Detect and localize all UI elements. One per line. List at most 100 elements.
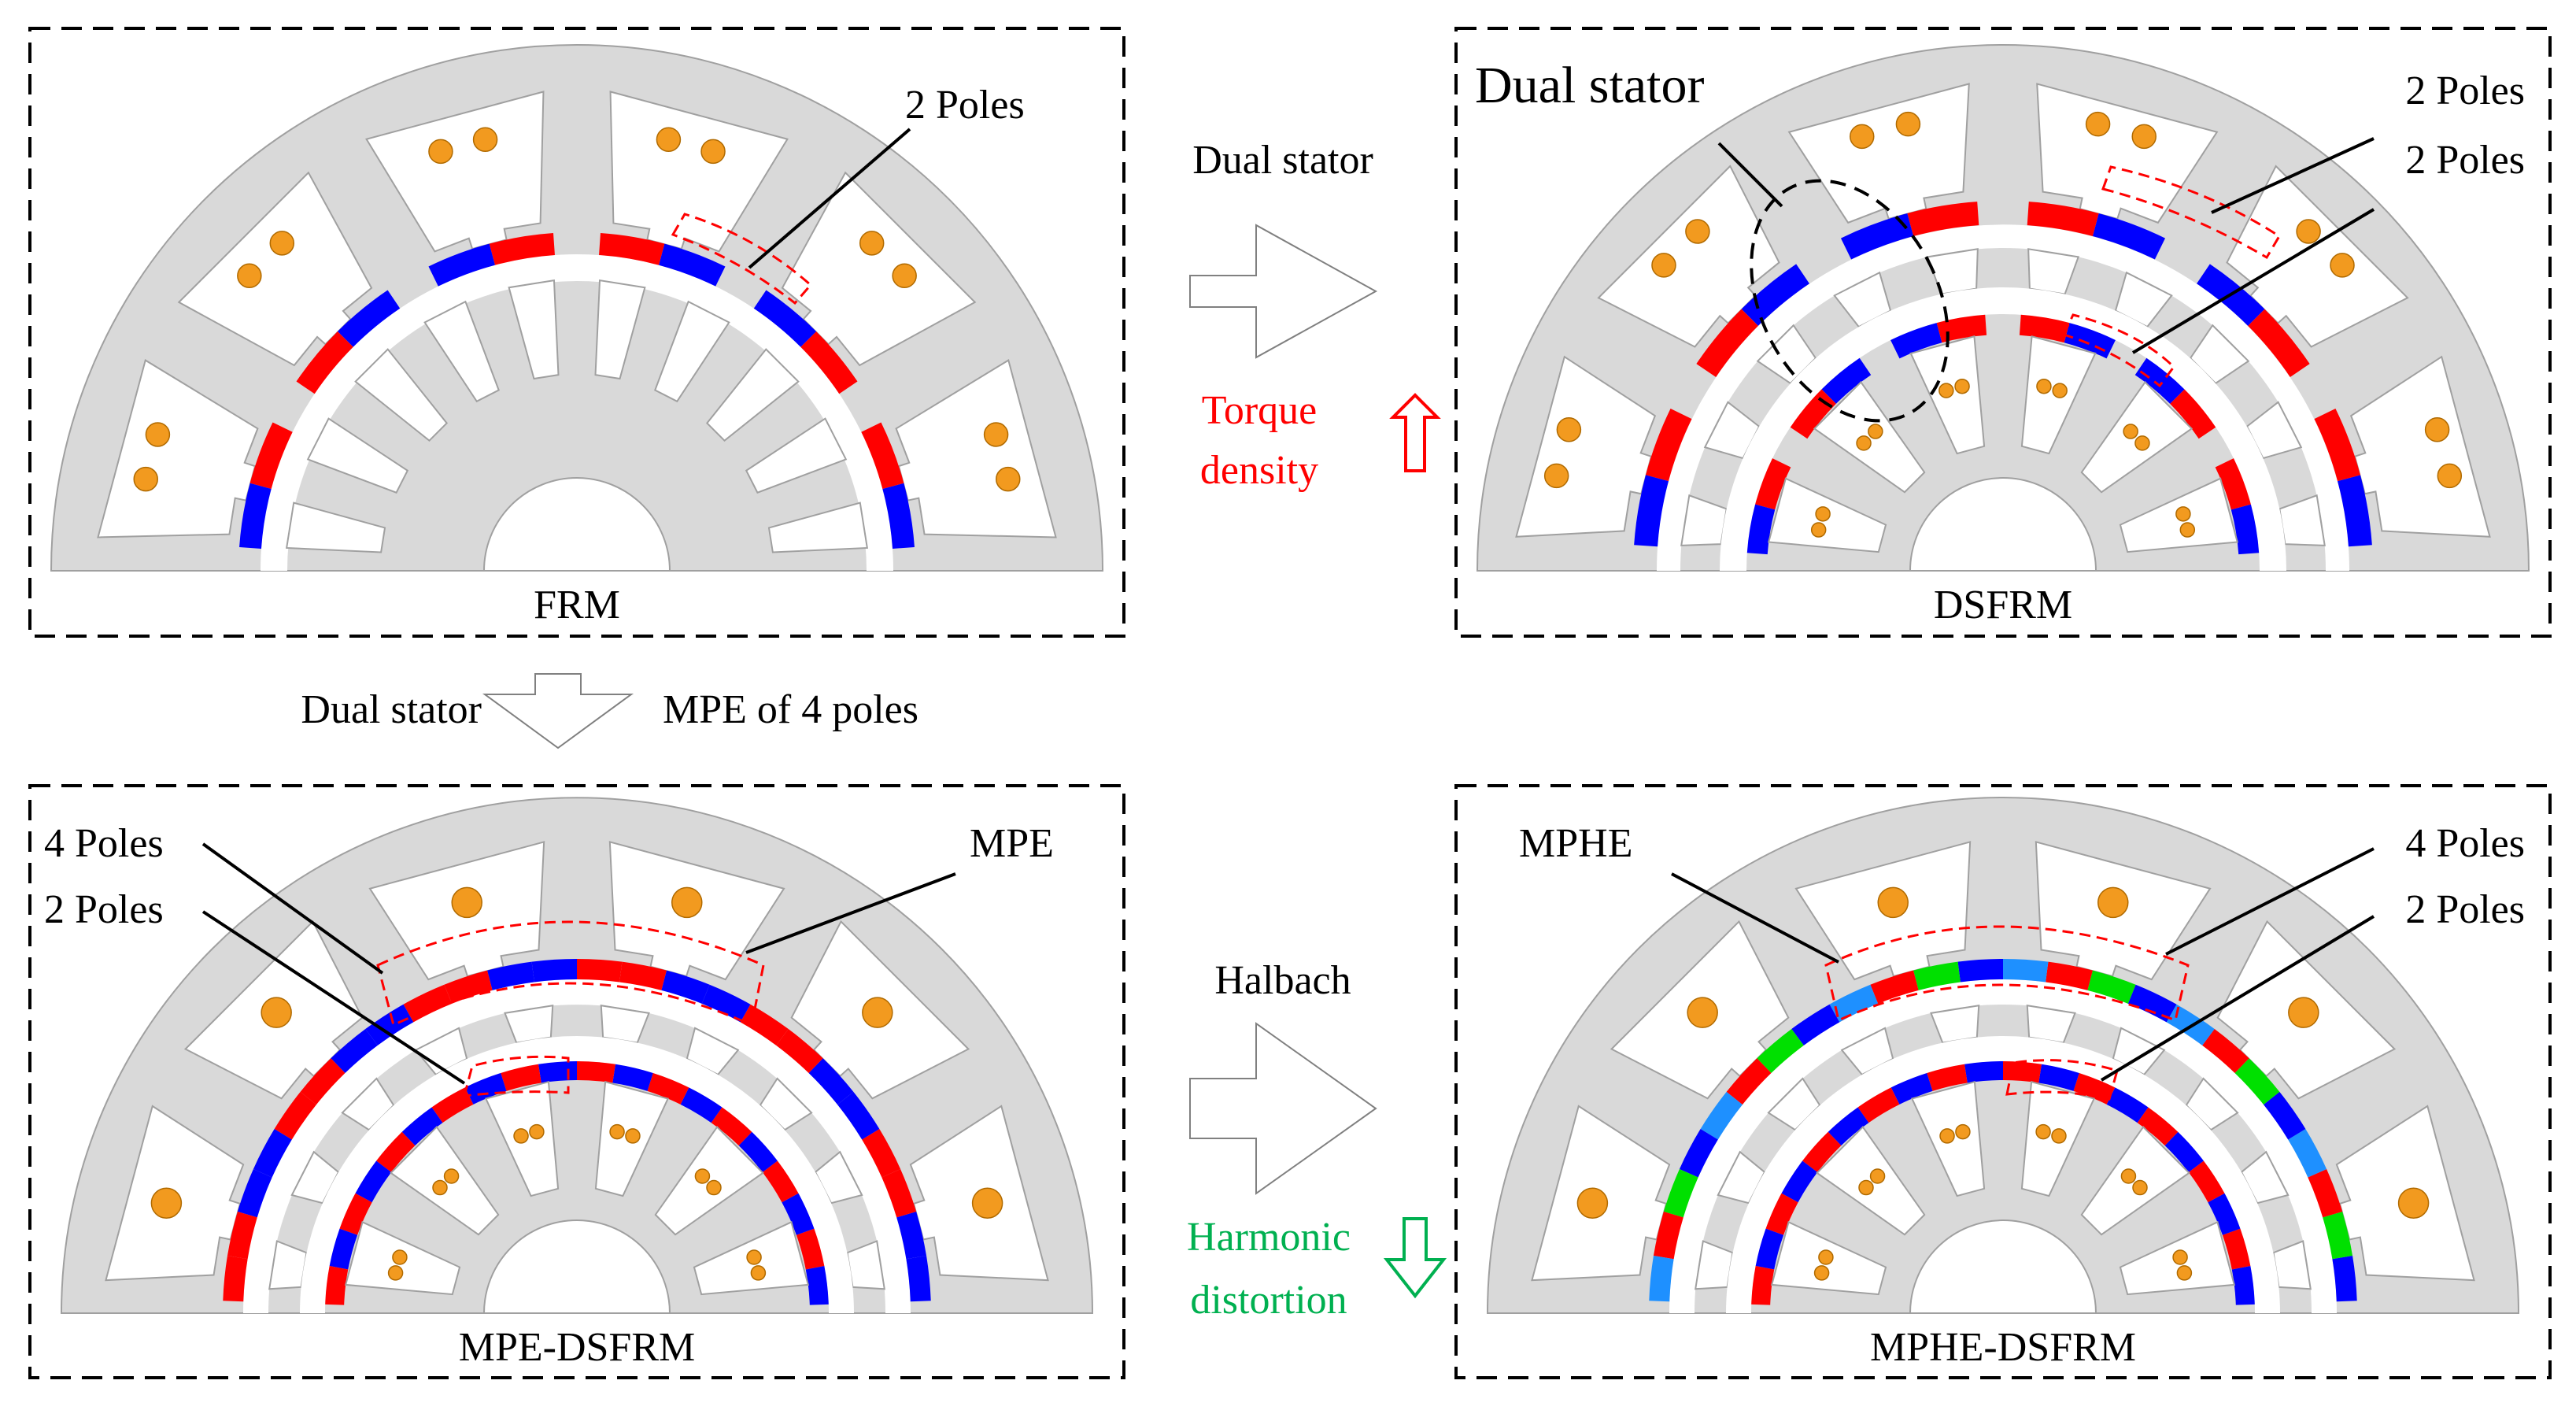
dsfrm-inner-slot	[1813, 380, 1926, 494]
coil-conductor	[706, 1179, 722, 1196]
mphe-outer-magnet-segment	[1663, 1168, 1698, 1218]
coil-conductor	[2296, 219, 2321, 244]
mphe-inner-magnet-segment	[2038, 1064, 2079, 1091]
mpe-outer-magnet-segment	[444, 970, 493, 1004]
mphe-dsfrm-caption: MPHE-DSFRM	[1870, 1325, 2136, 1370]
mphe-inner-magnet-segment	[1964, 1061, 2003, 1083]
coil-conductor	[392, 1249, 408, 1265]
mphe-inner-magnet-segment	[1802, 1131, 1842, 1173]
dsfrm-outer-magnet-segment	[2338, 475, 2372, 547]
arrow-down-left	[482, 673, 634, 749]
frm-magnet-segment	[753, 290, 817, 347]
coil-conductor	[750, 1265, 767, 1281]
coil-conductor	[513, 1128, 529, 1144]
torque-label-line2: density	[1200, 448, 1318, 493]
mpe-shaft-bore	[482, 1219, 671, 1314]
coil-conductor	[1685, 219, 1710, 244]
coil-conductor	[746, 1249, 762, 1265]
frm-magnet-segment	[249, 422, 293, 489]
dsfrm-outer-slot	[2349, 355, 2491, 538]
coil-conductor	[387, 1265, 404, 1281]
mpe-rotor-slot	[268, 1240, 308, 1290]
coil-conductor	[2172, 1249, 2188, 1265]
callout-box-mphe-inner	[2005, 1059, 2119, 1101]
mpe-dsfrm-caption: MPE-DSFRM	[459, 1325, 696, 1370]
mphe-inner-magnet-segment	[1781, 1160, 1818, 1203]
mphe-outer-magnet-segment	[2234, 1058, 2280, 1105]
mphe-inner-slot	[2080, 1126, 2190, 1236]
coil-conductor	[2437, 463, 2463, 489]
coil-conductor	[1813, 1265, 1830, 1281]
coil-conductor	[2179, 522, 2196, 538]
mphe-inner-magnet-segment	[1751, 1266, 1775, 1305]
coil-conductor	[1576, 1187, 1609, 1219]
leader-dsfrm-inner	[2131, 208, 2375, 354]
coil-conductor	[1815, 506, 1831, 522]
frm-magnet-segment	[659, 243, 726, 287]
coil-conductor	[2051, 1128, 2067, 1144]
coil-conductor	[2132, 1179, 2148, 1196]
coil-conductor	[700, 139, 726, 165]
dsfrm-outer-magnet-segment	[2314, 408, 2360, 482]
dsfrm-outer-2poles-label: 2 Poles	[2405, 68, 2525, 113]
mpe-outer-magnet-segment	[661, 970, 710, 1004]
coil-conductor	[609, 1123, 625, 1140]
coil-conductor	[269, 231, 295, 256]
mpe-inner-magnet-segment	[782, 1193, 815, 1235]
frm-rotor-slot	[745, 417, 848, 494]
coil-conductor	[1858, 1179, 1874, 1196]
frm-rotor-slot	[654, 300, 730, 403]
mpe-outer-magnet-segment	[300, 1058, 346, 1105]
mpe-inner-slot	[654, 1126, 764, 1236]
coil-conductor	[2036, 378, 2052, 394]
mpe-outer-magnet-segment	[896, 1211, 927, 1260]
coil-conductor	[150, 1187, 183, 1219]
mphe-outer-magnet-segment	[2202, 1029, 2249, 1073]
mpe-rotor-slot	[290, 1150, 340, 1205]
frm-magnet-segment	[239, 483, 272, 549]
mpe-outer-magnet-segment	[577, 959, 623, 983]
dsfrm-inner-slot	[2080, 380, 2193, 494]
mphe-outer-magnet-segment	[1870, 970, 1919, 1004]
frm-rotor-slot	[594, 279, 646, 380]
mpe-outer-magnet-segment	[808, 1058, 854, 1105]
mphe-outer-magnet-segment	[2003, 959, 2049, 983]
mpe-inner-magnet-segment	[501, 1064, 541, 1091]
dsfrm-outer-slot	[1787, 83, 1970, 224]
machine-mphe-dsfrm	[1486, 797, 2520, 1314]
torque-label-line1: Torque	[1202, 388, 1318, 433]
coil-conductor	[971, 1187, 1003, 1219]
coil-conductor	[2397, 1187, 2430, 1219]
coil-conductor	[2288, 997, 2319, 1028]
mpe-2poles-label: 2 Poles	[44, 887, 164, 932]
torque-up-arrow	[1389, 393, 1441, 472]
mphe-outer-magnet-segment	[1679, 1128, 1718, 1178]
callout-box-mpe-outer	[376, 920, 765, 1027]
mphe-2poles-label: 2 Poles	[2405, 887, 2525, 932]
coil-conductor	[1868, 424, 1883, 439]
panel-frame-dsfrm	[1454, 27, 2552, 638]
coil-conductor	[1938, 383, 1954, 398]
dsfrm-outer-magnet-segment	[1646, 408, 1692, 482]
frm-rotor-slot	[423, 300, 500, 403]
coil-conductor	[1856, 435, 1872, 451]
mpe-inner-magnet-segment	[647, 1072, 689, 1105]
mpe-4poles-label: 4 Poles	[44, 821, 164, 866]
dsfrm-outer-magnet-segment	[1840, 213, 1914, 260]
arrow-right-bottom	[1189, 1022, 1377, 1195]
leader-mphe-4poles	[2165, 847, 2375, 956]
frm-magnet-segment	[599, 233, 665, 265]
mpe-outer-magnet-segment	[619, 961, 667, 990]
mpe-outer-magnet-segment	[403, 984, 453, 1023]
panel-frame-frm	[28, 27, 1125, 638]
mpe-outer-magnet-segment	[881, 1168, 917, 1218]
coil-conductor	[2134, 435, 2150, 451]
mphe-outer-magnet-segment	[2127, 984, 2177, 1023]
frm-magnet-segment	[489, 233, 555, 265]
dsfrm-inner-magnet-segment	[1890, 323, 1942, 359]
dsfrm-outer-magnet-segment	[2092, 213, 2166, 260]
mpe-inner-magnet-segment	[796, 1228, 825, 1270]
dsfrm-inner-magnet-segment	[2134, 357, 2185, 404]
coil-conductor	[671, 886, 703, 919]
coil-conductor	[1556, 417, 1582, 442]
